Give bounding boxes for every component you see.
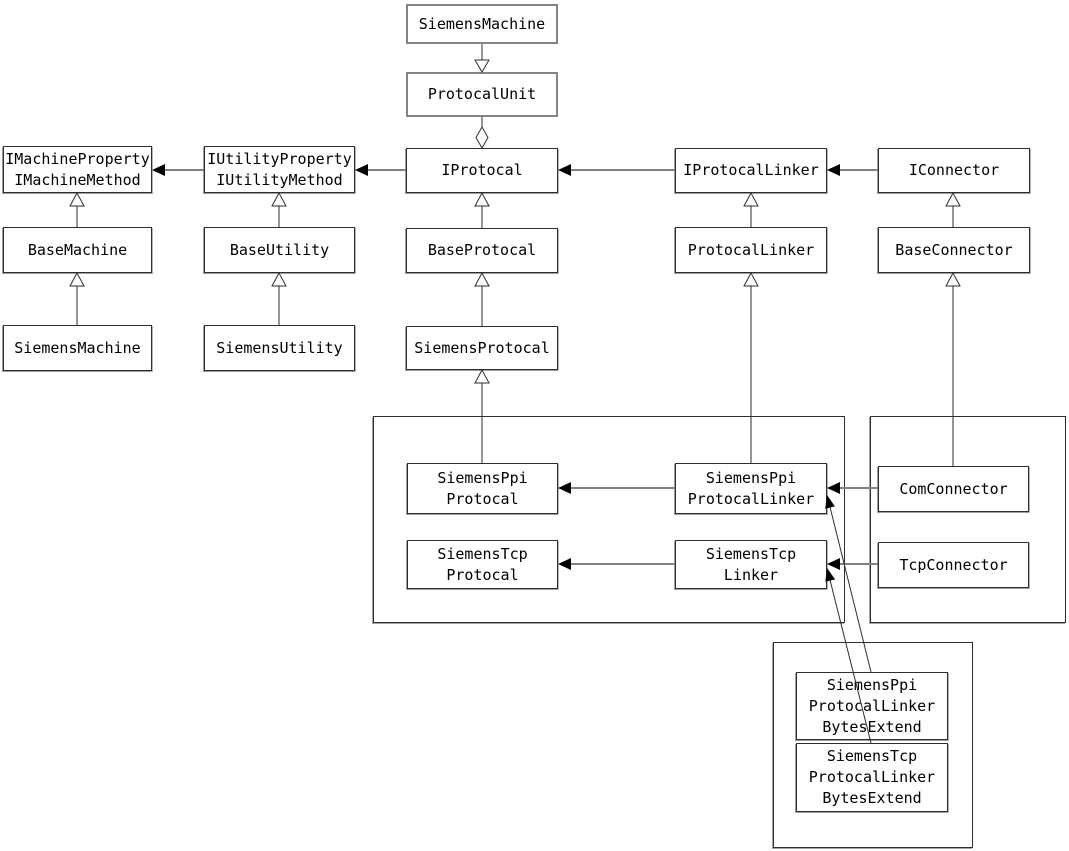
edge-iconnector-to-iprotocallinker — [827, 164, 878, 176]
edge-baseconnector-to-iconnector-inheritance — [945, 191, 961, 227]
class-label: Linker — [723, 565, 779, 584]
class-label: BaseConnector — [895, 240, 1013, 259]
class-label: SiemensMachine — [418, 14, 546, 33]
class-label: Protocal — [446, 489, 519, 508]
class-label: BytesExtend — [822, 789, 922, 807]
class-label: ComConnector — [899, 479, 1008, 498]
class-box-siemens-ppi-protocal-linker-bytes-extend: SiemensPpi ProtocalLinker BytesExtend — [796, 672, 948, 740]
class-label: ProtocalLinker — [687, 489, 815, 508]
edge-iprotocal-to-iutility — [355, 164, 406, 176]
edge-baseutility-to-iutility-inheritance — [271, 191, 287, 227]
class-label: IUtilityProperty — [207, 149, 352, 168]
class-label: SiemensProtocal — [414, 338, 550, 357]
class-label: SiemensMachine — [14, 338, 141, 357]
edge-siemensmachine-to-basemachine-inheritance — [69, 271, 85, 325]
class-box-protocal-unit: ProtocalUnit — [406, 72, 558, 117]
edge-protocalunit-to-iprotocal-aggregation — [475, 117, 489, 150]
class-label: SiemensPpi — [705, 468, 797, 487]
class-box-siemens-ppi-protocal-linker: SiemensPpi ProtocalLinker — [675, 463, 827, 514]
class-box-siemens-machine: SiemensMachine — [3, 325, 152, 371]
edge-siemensprotocal-to-baseprotocal-inheritance — [474, 271, 490, 326]
class-label: ProtocalLinker — [808, 768, 936, 786]
class-box-com-connector: ComConnector — [878, 466, 1029, 512]
class-label: TcpConnector — [899, 555, 1008, 574]
class-label: ProtocalLinker — [808, 696, 936, 715]
class-box-siemens-tcp-protocal: SiemensTcp Protocal — [407, 540, 558, 589]
class-box-siemens-tcp-protocal-linker-bytes-extend: SiemensTcp ProtocalLinker BytesExtend — [796, 743, 948, 812]
class-box-protocal-linker: ProtocalLinker — [675, 227, 827, 273]
class-box-siemens-protocal: SiemensProtocal — [406, 326, 558, 370]
class-box-iprotocal-linker: IProtocalLinker — [675, 148, 827, 193]
class-label: Protocal — [446, 565, 519, 584]
edge-baseprotocal-to-iprotocal-inheritance — [474, 191, 490, 228]
class-label: SiemensPpi — [437, 468, 528, 487]
edge-iutility-to-imachine — [152, 164, 204, 176]
class-box-siemens-tcp-linker: SiemensTcp Linker — [675, 540, 827, 589]
edge-basemachine-to-imachine-inheritance — [69, 191, 85, 227]
class-box-tcp-connector: TcpConnector — [878, 542, 1029, 588]
class-label: IConnector — [908, 161, 1000, 179]
class-label: SiemensUtility — [216, 338, 343, 357]
class-label: IMachineProperty — [5, 149, 150, 168]
class-label: IProtocalLinker — [683, 161, 819, 179]
group-box-connectors — [870, 416, 1066, 623]
group-box-siemens-protocal-linker — [373, 416, 845, 623]
class-label: BaseUtility — [229, 240, 330, 259]
class-box-base-protocal: BaseProtocal — [406, 228, 558, 273]
class-label: SiemensTcp — [705, 544, 797, 563]
class-box-base-machine: BaseMachine — [3, 227, 152, 273]
class-label: ProtocalUnit — [427, 85, 537, 103]
class-label: SiemensPpi — [826, 675, 918, 694]
group-box-bytes-extend — [773, 642, 973, 848]
class-label: BaseProtocal — [427, 241, 537, 259]
class-label: BaseMachine — [27, 240, 128, 259]
edge-siemensmachine-to-protocalunit — [474, 44, 490, 73]
class-label: IUtilityMethod — [216, 170, 343, 189]
class-label: IMachineMethod — [14, 170, 141, 189]
edge-siemensutility-to-baseutility-inheritance — [271, 271, 287, 325]
class-label: IProtocal — [441, 161, 523, 179]
edge-protocallinker-to-iprotocallinker-inheritance — [743, 191, 759, 227]
class-box-siemens-utility: SiemensUtility — [204, 325, 355, 371]
class-label: ProtocalLinker — [687, 240, 815, 259]
edge-iprotocallinker-to-iprotocal — [558, 164, 675, 176]
class-box-iconnector: IConnector — [878, 148, 1030, 193]
class-box-iutility-property-method: IUtilityProperty IUtilityMethod — [204, 146, 355, 193]
class-box-base-connector: BaseConnector — [878, 227, 1030, 273]
class-box-imachine-property-method: IMachineProperty IMachineMethod — [3, 146, 152, 193]
class-box-siemens-machine-top: SiemensMachine — [406, 4, 558, 44]
class-label: BytesExtend — [822, 717, 922, 736]
class-box-base-utility: BaseUtility — [204, 227, 355, 273]
class-box-iprotocal: IProtocal — [406, 148, 558, 193]
class-label: SiemensTcp — [826, 747, 918, 765]
class-label: SiemensTcp — [437, 544, 528, 563]
class-box-siemens-ppi-protocal: SiemensPpi Protocal — [407, 463, 558, 514]
